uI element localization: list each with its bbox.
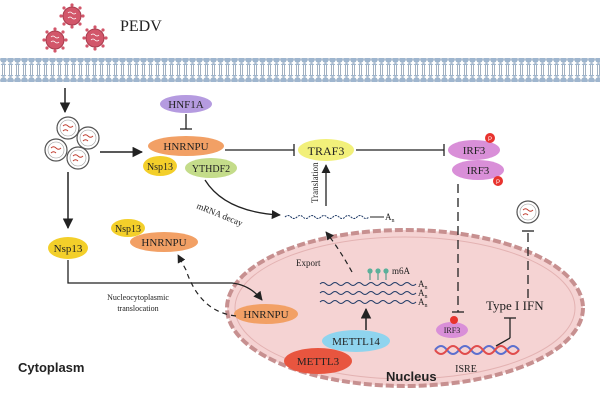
nucleocyto-label-2: translocation — [117, 304, 158, 313]
translation-label: Translation — [310, 162, 320, 203]
mettl3-node — [284, 348, 352, 374]
phospho-icon — [493, 176, 503, 186]
cytoplasm-label: Cytoplasm — [18, 360, 84, 375]
ythdf2-label: YTHDF2 — [192, 164, 230, 175]
hnrnpu-mid-node — [130, 232, 198, 252]
isre-to-ifn-connector — [495, 337, 511, 347]
virus-icon — [41, 26, 69, 54]
irf3-node-a — [448, 140, 500, 160]
vesicle-icon — [76, 126, 100, 150]
phospho-label: P — [496, 180, 500, 186]
vesicle-icon — [66, 146, 90, 170]
irf3-label-b: IRF3 — [467, 165, 490, 177]
vesicle-icon — [44, 138, 68, 162]
nuclear-polya-1: An — [418, 279, 428, 291]
hnf1a-node — [160, 95, 212, 113]
m6a-label: m6A — [392, 266, 411, 276]
mrna-decay-label: mRNA decay — [195, 201, 244, 229]
virus-icon — [58, 2, 86, 30]
m6a-marks — [367, 268, 389, 280]
nsp13-top-node — [143, 156, 177, 176]
nuclear-mrna-strands — [319, 282, 417, 304]
nucleus-label: Nucleus — [386, 369, 437, 384]
isre-label: ISRE — [455, 364, 477, 375]
type1-ifn-label: Type I IFN — [486, 298, 544, 313]
nucleocyto-label-1: Nucleocytoplasmic — [107, 293, 169, 302]
irf3-nuclear-label: IRF3 — [444, 326, 460, 335]
hnrnpu-mid-label: HNRNPU — [141, 237, 186, 249]
cyto-mrna-strand — [284, 215, 370, 219]
isre-dna-helix — [434, 345, 520, 355]
nucleus — [225, 228, 585, 388]
vesicle-icon — [56, 116, 80, 140]
virus-icon — [81, 24, 109, 52]
mettl14-node — [322, 330, 390, 352]
phospho-label: P — [488, 137, 492, 143]
phospho-icon — [485, 133, 495, 143]
mrna-decay-arrow — [204, 179, 281, 220]
nucleus-inner-membrane — [234, 236, 576, 380]
export-label: Export — [296, 258, 321, 268]
mrna-export-arrow — [325, 231, 353, 273]
nsp13-left-node — [48, 237, 88, 259]
cell-membrane — [0, 58, 600, 82]
hnrnpu-nuclear-node — [234, 304, 298, 324]
hnf1a-label: HNF1A — [168, 99, 204, 111]
nsp13-nuclear-import-arrow — [67, 260, 263, 301]
endosome-cluster — [44, 116, 100, 170]
hnrnpu-top-label: HNRNPU — [163, 141, 208, 153]
traf3-label: TRAF3 — [308, 144, 345, 158]
irf3-nuclear-node — [436, 322, 468, 338]
right-vesicle-icon — [516, 200, 540, 224]
ythdf2-node — [185, 158, 237, 178]
pedv-label: PEDV — [120, 18, 162, 35]
phospho-icon — [450, 316, 458, 324]
hnrnpu-top-node — [148, 136, 224, 156]
irf3-node-b — [452, 160, 504, 180]
mettl3-label: METTL3 — [297, 356, 340, 368]
nsp13-top-label: Nsp13 — [147, 162, 173, 173]
nsp13-left-label: Nsp13 — [54, 243, 83, 255]
traf3-node — [298, 139, 354, 161]
nuclear-polya-3: An — [418, 297, 428, 309]
hnrnpu-export-arrow — [177, 254, 237, 317]
nsp13-small-label: Nsp13 — [115, 224, 141, 235]
pedv-virus-cluster — [41, 2, 109, 54]
nsp13-small-node — [111, 219, 145, 237]
irf3-label-a: IRF3 — [463, 145, 486, 157]
hnrnpu-nuclear-label: HNRNPU — [243, 309, 288, 321]
nuclear-polya-2: An — [418, 288, 428, 300]
cyto-mrna-polya: An — [385, 212, 395, 224]
mettl14-label: METTL14 — [332, 336, 380, 348]
